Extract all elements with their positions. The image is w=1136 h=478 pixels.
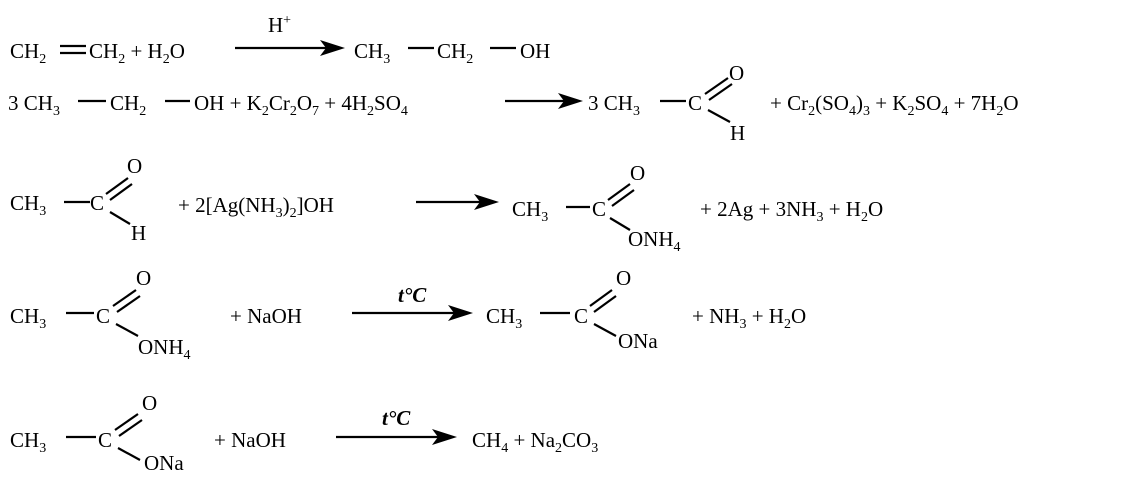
r2-hydrogen: H [730,121,745,145]
r3-co-double-c [607,183,631,201]
r4-naoh: + NaOH [230,304,302,328]
r3-onh4: ONH4 [628,227,681,255]
r1-arrow-head [320,40,345,56]
r2-carbon: C [688,91,702,115]
r4-product-carbon: C [574,304,588,328]
r2-ch2: CH2 [110,91,146,119]
r2-product-ch3: 3 CH3 [588,91,640,119]
r2-oxygen: O [729,61,744,85]
r2-reactants-rest: OH + K2Cr2O7 + 4H2SO4 [194,91,408,119]
reaction-4: CH3 C O ONH4 + NaOH t°C CH3 C O ONa + NH… [10,266,806,363]
r4-co-single-2 [593,323,617,337]
r4-oxygen: O [136,266,151,290]
r1-condition: H+ [268,13,291,37]
r2-co-double-b [708,83,733,101]
r3-carbon: C [90,191,104,215]
reaction-5: CH3 C O ONa + NaOH t°C CH4 + Na2CO3 [10,391,598,475]
r3-product-oxygen: O [630,161,645,185]
r4-product-ch3: CH3 [486,304,522,332]
r4-co-double-b [116,295,141,313]
r3-hydrogen: H [131,221,146,245]
r1-oh: OH [520,39,550,63]
r2-products-rest: + Cr2(SO4)3 + K2SO4 + 7H2O [770,91,1019,119]
r4-products-rest: + NH3 + H2O [692,304,806,332]
r1-ethene-right: CH2 + H2O [89,39,185,67]
r4-co-double-a [112,289,137,307]
r3-oxygen: O [127,154,142,178]
r3-ch-bond [109,211,131,225]
r4-condition: t°C [398,283,427,307]
r3-arrow-head [474,194,499,210]
r1-ethene-left: CH2 [10,39,46,67]
r4-co-double-c [589,289,613,307]
r3-products-rest: + 2Ag + 3NH3 + H2O [700,197,883,225]
r1-ch3: CH3 [354,39,390,67]
r3-tollens: + 2[Ag(NH3)2]OH [178,193,334,221]
r5-condition: t°C [382,406,411,430]
r5-oxygen: O [142,391,157,415]
r1-ch2: CH2 [437,39,473,67]
r5-naoh: + NaOH [214,428,286,452]
reaction-1: CH2 CH2 + H2O H+ CH3 CH2 OH [10,13,550,67]
r3-product-ch3: CH3 [512,197,548,225]
r3-co-single [609,217,631,231]
r2-arrow-head [558,93,583,109]
r5-arrow-head [432,429,457,445]
r3-product-carbon: C [592,197,606,221]
r5-co-double-b [118,419,143,437]
r4-onh4: ONH4 [138,335,191,363]
r4-product-oxygen: O [616,266,631,290]
r4-carbon: C [96,304,110,328]
r4-ch3: CH3 [10,304,46,332]
r5-co-single [117,447,141,461]
r5-ch3: CH3 [10,428,46,456]
r2-ch3: 3 CH3 [8,91,60,119]
r2-co-double-a [704,77,729,95]
r4-co-double-d [593,295,617,313]
r5-carbon: C [98,428,112,452]
r4-ona: ONa [618,329,658,353]
r5-products: CH4 + Na2CO3 [472,428,598,456]
r3-co-double-a [105,177,129,195]
r4-co-single [115,323,139,337]
r5-co-double-a [114,413,139,431]
r2-ch-bond [707,109,731,123]
reaction-2: 3 CH3 CH2 OH + K2Cr2O7 + 4H2SO4 3 CH3 C … [8,61,1019,145]
reaction-3: CH3 C O H + 2[Ag(NH3)2]OH CH3 C O ONH4 +… [10,154,883,255]
r3-co-double-d [611,189,635,207]
r3-ch3: CH3 [10,191,46,219]
r4-arrow-head [448,305,473,321]
r3-co-double-b [109,183,133,201]
r5-ona: ONa [144,451,184,475]
